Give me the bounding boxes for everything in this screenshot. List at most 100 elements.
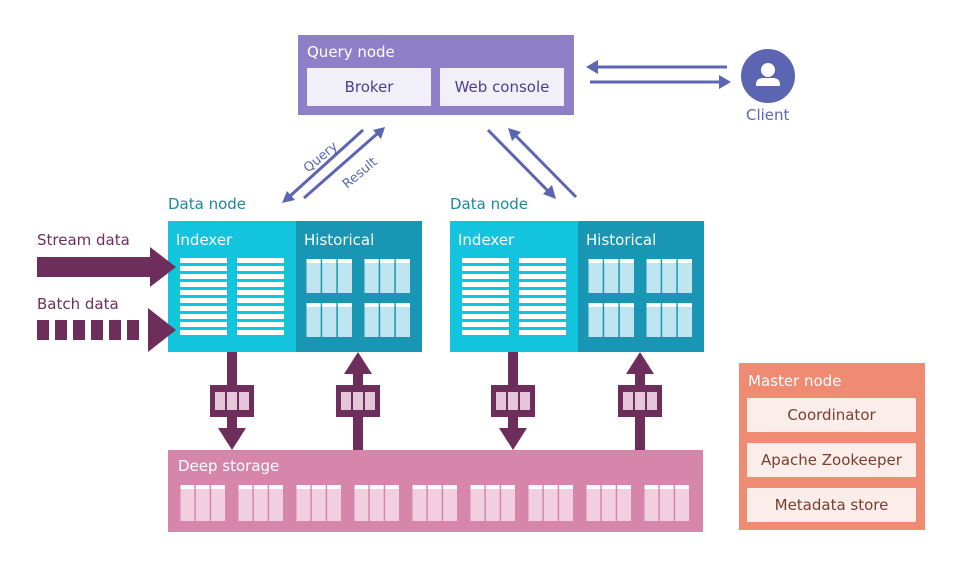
- indexer-row: [237, 314, 284, 319]
- client-query-arrows: [586, 60, 731, 89]
- segment-block: [588, 259, 634, 293]
- segment-column: [662, 303, 677, 337]
- transfer-chip-column: [215, 392, 225, 410]
- segment-column-top: [501, 485, 515, 489]
- segment-column-top: [470, 485, 485, 489]
- master-node-title: Master node: [748, 372, 842, 390]
- segment-column-top: [644, 485, 659, 489]
- indexer-row: [180, 314, 227, 319]
- segment-column-top: [604, 303, 619, 307]
- segment-column: [646, 303, 661, 337]
- segment-column: [619, 259, 634, 293]
- segment-column: [311, 485, 326, 521]
- indexer-row: [519, 314, 566, 319]
- segment-column-top: [306, 259, 321, 263]
- metadata-store-box: Metadata store: [747, 488, 916, 522]
- segment-column-top: [380, 259, 395, 263]
- segment-column: [646, 259, 661, 293]
- indexer-row: [519, 282, 566, 287]
- segment-column-top: [586, 485, 601, 489]
- segment-column-top: [337, 303, 352, 307]
- indexer-row: [237, 330, 284, 335]
- segment-column-top: [296, 485, 311, 489]
- segment-column: [470, 485, 485, 521]
- segment-column-top: [364, 259, 379, 263]
- segment-column-top: [677, 303, 692, 307]
- segment-column-top: [395, 259, 410, 263]
- indexer-row: [519, 290, 566, 295]
- indexer-row: [462, 314, 509, 319]
- segment-column: [586, 485, 601, 521]
- segment-column: [662, 259, 677, 293]
- indexer-row: [180, 306, 227, 311]
- transfer-chip-column: [341, 392, 351, 410]
- transfer-arrows: [210, 352, 662, 450]
- indexer-row: [237, 322, 284, 327]
- transfer-chip-column: [508, 392, 518, 410]
- segment-column-top: [604, 259, 619, 263]
- segment-block: [588, 303, 634, 337]
- query-result-arrows-2: [486, 128, 578, 199]
- segment-column-top: [543, 485, 558, 489]
- segment-column: [659, 485, 674, 521]
- segment-column-top: [412, 485, 427, 489]
- indexer-row: [462, 330, 509, 335]
- indexer-row: [519, 306, 566, 311]
- transfer-chip-column: [365, 392, 375, 410]
- segment-block: [180, 485, 225, 521]
- segment-column-top: [327, 485, 341, 489]
- client-label: Client: [746, 106, 790, 124]
- indexer-row: [237, 258, 284, 263]
- segment-column: [238, 485, 253, 521]
- indexer-row: [519, 258, 566, 263]
- segment-block: [644, 485, 689, 521]
- segment-column-top: [427, 485, 442, 489]
- indexer-row: [519, 274, 566, 279]
- indexer-segment-rows: [519, 258, 566, 335]
- up-arrow-head: [626, 352, 654, 374]
- indexer-row: [180, 258, 227, 263]
- indexer-row: [180, 298, 227, 303]
- up-arrow-head: [344, 352, 372, 374]
- segment-column-top: [354, 485, 369, 489]
- segment-column: [501, 485, 515, 521]
- indexer-row: [462, 274, 509, 279]
- segment-block: [412, 485, 457, 521]
- segment-column: [412, 485, 427, 521]
- down-arrow-head: [218, 428, 246, 450]
- indexer-row: [462, 258, 509, 263]
- segment-column: [180, 485, 195, 521]
- segment-column-top: [588, 259, 603, 263]
- indexer-row: [237, 306, 284, 311]
- segment-column-top: [369, 485, 384, 489]
- query-node-title: Query node: [307, 43, 395, 61]
- segment-block: [238, 485, 283, 521]
- indexer-segment-rows: [462, 258, 509, 335]
- segment-column: [617, 485, 631, 521]
- indexer-row: [519, 330, 566, 335]
- transfer-chip-column: [496, 392, 506, 410]
- segment-column-top: [662, 259, 677, 263]
- segment-column: [604, 259, 619, 293]
- query-node: Query node Broker Web console: [298, 35, 574, 115]
- segment-column: [528, 485, 543, 521]
- segment-column-top: [619, 259, 634, 263]
- data-node-1-title: Data node: [168, 195, 247, 213]
- data-node-2-title: Data node: [450, 195, 529, 213]
- indexer-row: [462, 266, 509, 271]
- indexer-row: [462, 282, 509, 287]
- user-icon: [756, 63, 780, 86]
- segment-column: [485, 485, 500, 521]
- segment-block: [646, 259, 692, 293]
- historical-2-title: Historical: [586, 231, 657, 249]
- segment-column: [427, 485, 442, 521]
- segment-column: [395, 259, 410, 293]
- indexer-row: [237, 290, 284, 295]
- indexer-segment-rows: [237, 258, 284, 335]
- segment-column: [306, 259, 321, 293]
- segment-column: [253, 485, 268, 521]
- segment-column: [322, 303, 337, 337]
- client-avatar: [741, 49, 795, 103]
- batch-data-arrow: [37, 308, 176, 352]
- historical-1-title: Historical: [304, 231, 375, 249]
